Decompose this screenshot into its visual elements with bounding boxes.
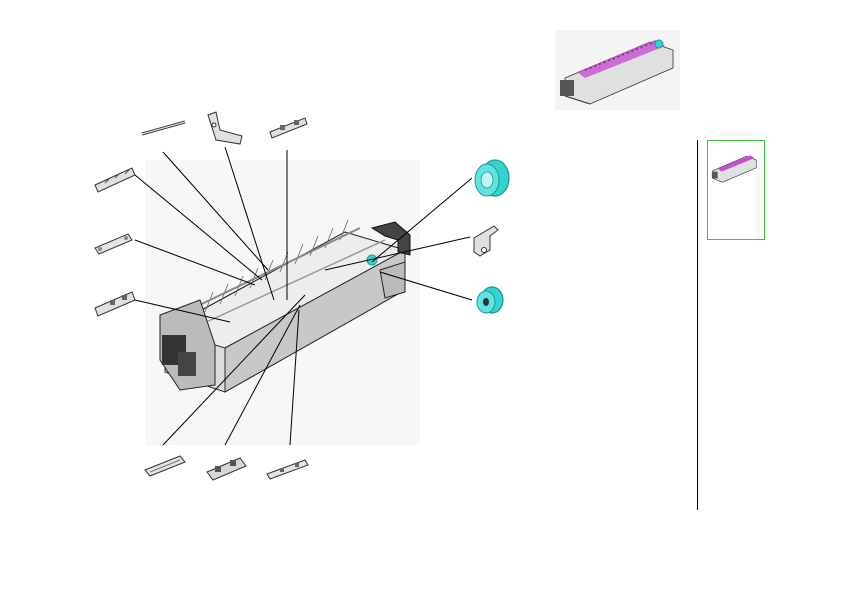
part-bracket-arm-top[interactable] [207,111,243,145]
part-guide-plate-left-upper[interactable] [94,167,136,193]
thumbnail-frame[interactable] [707,140,765,240]
roller-small-icon[interactable] [476,286,504,314]
assembly-thumbnail-icon [711,155,757,183]
bracket-icon[interactable] [473,225,499,257]
part-clip-bottom-middle[interactable] [206,457,247,481]
part-plate-bottom-left[interactable] [144,455,186,477]
part-side-plate-left[interactable] [94,233,133,255]
part-guide-plate-left-lower[interactable] [94,291,136,317]
part-guide-plate-top-right[interactable] [269,117,308,139]
leader-lines [134,146,473,446]
part-rod[interactable] [141,120,186,136]
part-strip-bottom-right[interactable] [266,459,309,480]
roller-icon[interactable] [474,159,510,197]
assembly-overview-icon[interactable] [555,30,680,110]
panel-divider [697,140,698,510]
main-assembly [145,160,420,445]
